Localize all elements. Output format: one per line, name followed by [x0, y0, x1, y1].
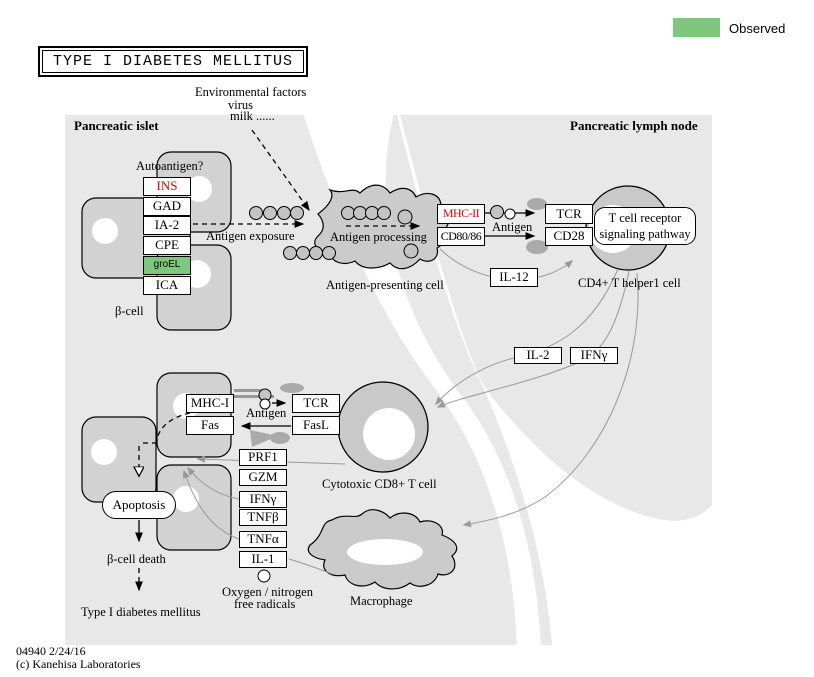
region-label-pancreatic-islet: Pancreatic islet: [74, 118, 159, 133]
copyright: (c) Kanehisa Laboratories: [16, 657, 141, 671]
gene-box-MHC-II[interactable]: MHC-II: [437, 204, 485, 224]
apc-label: Antigen-presenting cell: [326, 278, 444, 292]
cd4-cell-label: CD4+ T helper1 cell: [578, 276, 681, 290]
env-virus-label: virus: [228, 98, 253, 112]
antigen-processing-label: Antigen processing: [330, 230, 427, 244]
gene-box-IL-1[interactable]: IL-1: [239, 551, 287, 568]
gene-box-GZM[interactable]: GZM: [239, 469, 287, 486]
gene-box-IFNg-upper[interactable]: IFNγ: [570, 347, 618, 364]
region-label-pancreatic-lymph-node: Pancreatic lymph node: [570, 118, 698, 133]
env-milk-label: milk ......: [230, 109, 275, 123]
gene-box-FasL[interactable]: FasL: [292, 416, 340, 435]
gene-box-TNFa[interactable]: TNFα: [239, 531, 287, 548]
tcr-pathway-line2: signaling pathway: [599, 227, 691, 241]
gene-box-IFNg-lower[interactable]: IFNγ: [239, 491, 287, 508]
beta-cell-label: β-cell: [115, 304, 144, 318]
observed-legend-swatch: [673, 18, 720, 37]
macrophage-label: Macrophage: [350, 594, 413, 608]
gene-box-IL-12[interactable]: IL-12: [490, 268, 538, 287]
tcr-pathway-line1: T cell receptor: [608, 211, 682, 225]
gene-box-PRF1[interactable]: PRF1: [239, 449, 287, 466]
gene-box-ICA[interactable]: ICA: [143, 276, 191, 295]
gene-box-IA-2[interactable]: IA-2: [143, 216, 191, 235]
gene-box-CPE[interactable]: CPE: [143, 236, 191, 255]
membrane-decorations: [234, 198, 548, 447]
gene-box-IL-2[interactable]: IL-2: [514, 347, 562, 364]
observed-legend-label: Observed: [729, 21, 786, 36]
gene-box-CD80-86[interactable]: CD80/86: [437, 227, 485, 246]
t1dm-label: Type I diabetes mellitus: [81, 605, 201, 619]
antigen-exposure-label: Antigen exposure: [206, 229, 295, 243]
radicals-label-line1: Oxygen / nitrogen: [222, 585, 313, 599]
tcr-signaling-pathway-link[interactable]: T cell receptor signaling pathway: [594, 207, 696, 245]
pathway-title: TYPE I DIABETES MELLITUS: [42, 50, 305, 73]
gene-box-MHC-I[interactable]: MHC-I: [186, 394, 234, 413]
ctl-cell-shape: [337, 381, 429, 473]
antigen-granules: [249, 205, 516, 583]
gene-box-GAD[interactable]: GAD: [143, 197, 191, 216]
pathway-title-box: TYPE I DIABETES MELLITUS: [38, 46, 309, 77]
gene-box-TCR-lower[interactable]: TCR: [292, 394, 340, 413]
antigen-label-lower: Antigen: [246, 406, 287, 420]
gene-box-groEL[interactable]: groEL: [143, 256, 191, 275]
beta-cell-death-label: β-cell death: [107, 552, 166, 566]
apoptosis-node[interactable]: Apoptosis: [102, 491, 176, 519]
gene-box-TCR-upper[interactable]: TCR: [545, 204, 593, 224]
gene-box-CD28[interactable]: CD28: [545, 227, 593, 246]
radicals-label-line2: free radicals: [234, 597, 296, 611]
autoantigen-label: Autoantigen?: [136, 159, 204, 173]
map-number: 04940 2/24/16: [16, 644, 86, 658]
macrophage-nucleus: [347, 539, 423, 565]
gene-box-Fas[interactable]: Fas: [186, 416, 234, 435]
ctl-cell-label: Cytotoxic CD8+ T cell: [322, 477, 437, 491]
env-factors-label: Environmental factors: [195, 85, 307, 99]
antigen-label-upper: Antigen: [492, 220, 533, 234]
gene-box-TNFb[interactable]: TNFβ: [239, 509, 287, 526]
gene-box-INS[interactable]: INS: [143, 177, 191, 196]
